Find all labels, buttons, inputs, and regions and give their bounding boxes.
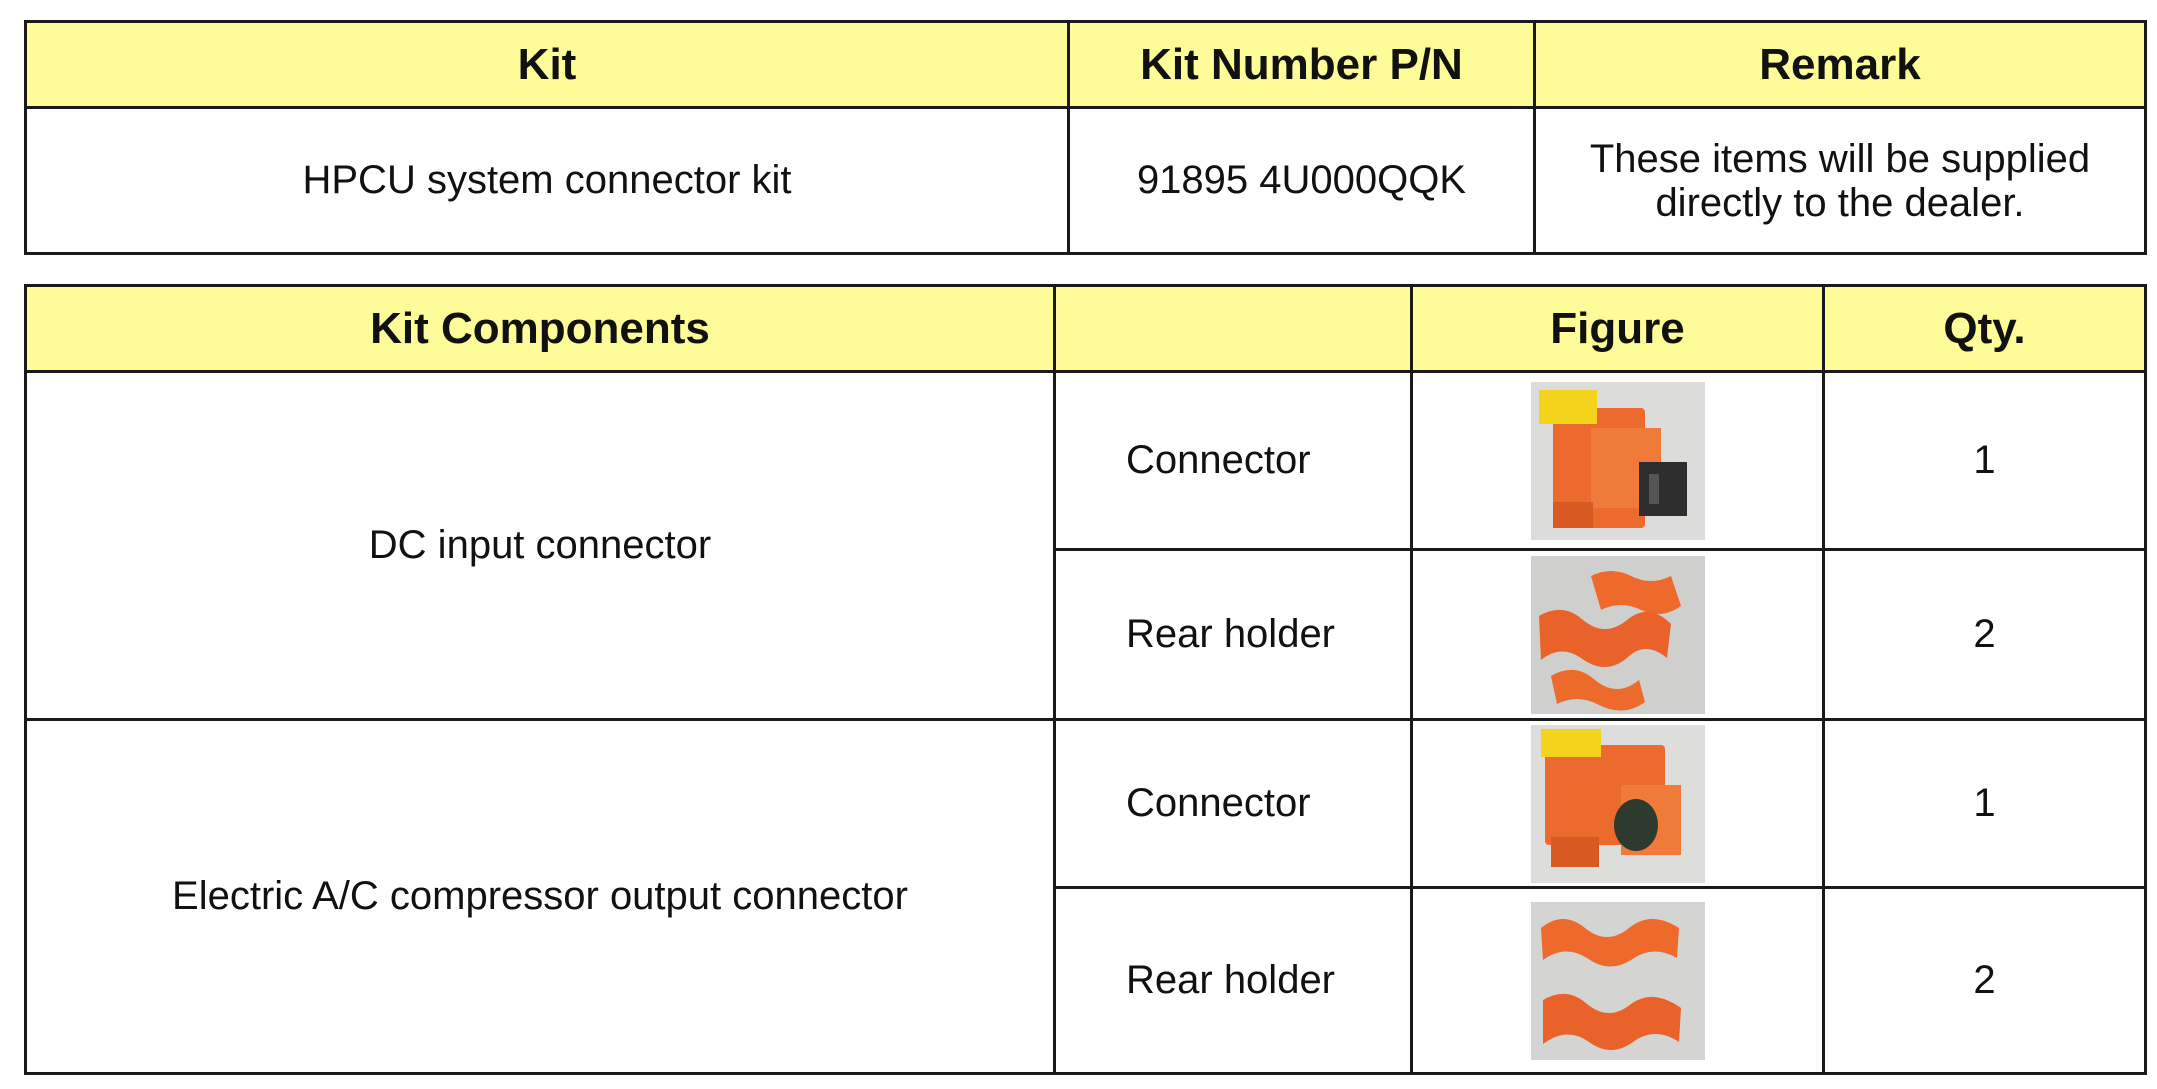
connector-photo — [1530, 381, 1705, 540]
table-row: DC input connector Connector 1 — [24, 370, 2147, 721]
component-qty: 2 — [1822, 886, 2147, 1075]
kit-remark-cell: These items will be supplied directly to… — [1533, 106, 2147, 255]
table-row: Electric A/C compressor output connector… — [24, 718, 2147, 1075]
figure-cell — [1410, 370, 1825, 551]
component-qty: 1 — [1822, 718, 2147, 889]
figure-cell — [1410, 718, 1825, 889]
component-qty: 1 — [1822, 370, 2147, 551]
kit-table-header-row: Kit Kit Number P/N Remark — [24, 20, 2147, 109]
kit-header: Kit — [24, 20, 1070, 109]
remark-header: Remark — [1533, 20, 2147, 109]
kit-number-header: Kit Number P/N — [1067, 20, 1536, 109]
kit-name-cell: HPCU system connector kit — [24, 106, 1070, 255]
component-part-name: Connector — [1053, 718, 1413, 889]
kit-components-header: Kit Components — [24, 284, 1056, 373]
part-header — [1053, 284, 1413, 373]
rear-holder-photo — [1530, 901, 1705, 1060]
components-table: Kit Components Figure Qty. DC input conn… — [24, 284, 2147, 1075]
figure-cell — [1410, 548, 1825, 721]
figure-header: Figure — [1410, 284, 1825, 373]
component-part-name: Rear holder — [1053, 886, 1413, 1075]
rear-holder-photo — [1530, 555, 1705, 714]
figure-cell — [1410, 886, 1825, 1075]
table-row: Rear holder 2 — [26, 886, 2147, 1075]
connector-photo — [1530, 724, 1705, 883]
component-qty: 2 — [1822, 548, 2147, 721]
component-part-name: Rear holder — [1053, 548, 1413, 721]
component-group-name: DC input connector — [24, 370, 1056, 721]
component-part-name: Connector — [1053, 370, 1413, 551]
qty-header: Qty. — [1822, 284, 2147, 373]
table-row: Rear holder 2 — [26, 548, 2147, 721]
component-group-name: Electric A/C compressor output connector — [24, 718, 1056, 1075]
kit-part-number-cell: 91895 4U000QQK — [1067, 106, 1536, 255]
components-header-row: Kit Components Figure Qty. — [24, 284, 2147, 373]
kit-table-row: HPCU system connector kit 91895 4U000QQK… — [24, 106, 2147, 255]
kit-table: Kit Kit Number P/N Remark HPCU system co… — [24, 20, 2147, 255]
